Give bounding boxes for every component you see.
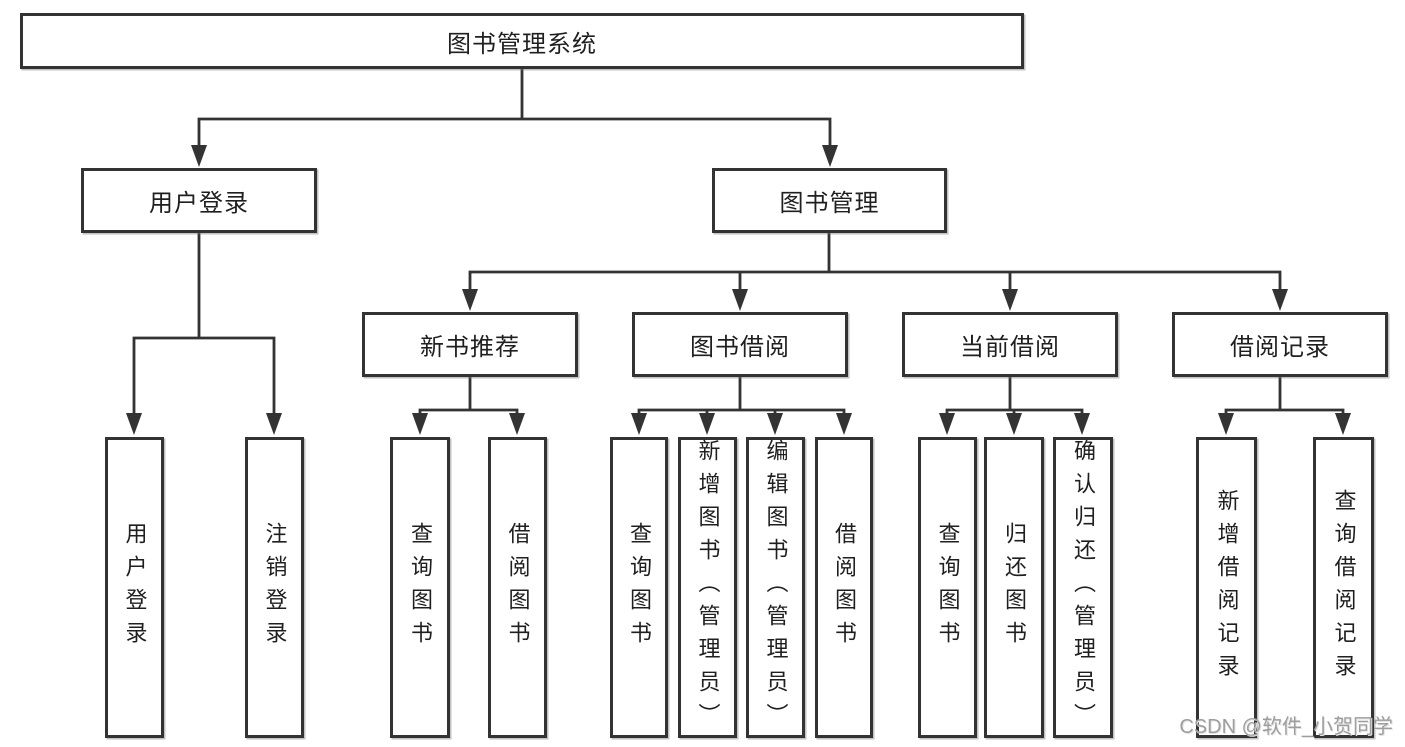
connector-borrow-records-children bbox=[1218, 375, 1351, 435]
leaf-label: 借阅图书 bbox=[832, 521, 857, 654]
connector-book-borrow-children bbox=[631, 375, 852, 435]
leaf-label: 新增借阅记录 bbox=[1214, 488, 1240, 687]
leaf-label: 查询图书 bbox=[627, 521, 652, 654]
leaf-user-login: 用户登录 bbox=[105, 437, 164, 738]
arrow-down-icon bbox=[822, 145, 838, 167]
leaf-label: 新增图书（管理员） bbox=[695, 439, 721, 736]
leaf-label: 借阅图书 bbox=[505, 521, 531, 654]
leaf-edit-books-admin: 编辑图书（管理员） bbox=[746, 437, 805, 738]
leaf-borrow-books: 借阅图书 bbox=[815, 437, 873, 738]
arrow-down-icon bbox=[836, 413, 852, 435]
connector-user-login-children bbox=[126, 231, 282, 435]
arrow-down-icon bbox=[412, 413, 428, 435]
arrow-down-icon bbox=[699, 413, 715, 435]
connector-new-book-children bbox=[412, 375, 525, 435]
leaf-return-books: 归还图书 bbox=[984, 437, 1044, 738]
arrow-down-icon bbox=[191, 145, 207, 167]
csdn-watermark: CSDN @软件_小贺同学 bbox=[1179, 716, 1393, 738]
node-root: 图书管理系统 bbox=[20, 13, 1024, 69]
arrow-down-icon bbox=[462, 289, 478, 311]
node-current-borrow: 当前借阅 bbox=[902, 312, 1118, 377]
node-new-book-recommend: 新书推荐 bbox=[362, 312, 578, 377]
leaf-label: 确认归还（管理员） bbox=[1071, 439, 1096, 736]
node-user-login: 用户登录 bbox=[81, 168, 317, 233]
connector-root-to-level1 bbox=[191, 67, 838, 167]
leaf-label: 查询图书 bbox=[935, 521, 961, 654]
leaf-label: 查询借阅记录 bbox=[1331, 488, 1357, 687]
leaf-label: 编辑图书（管理员） bbox=[763, 439, 789, 736]
arrow-down-icon bbox=[732, 289, 748, 311]
leaf-label: 查询图书 bbox=[408, 521, 433, 654]
arrow-down-icon bbox=[126, 413, 142, 435]
leaf-label: 归还图书 bbox=[1002, 521, 1027, 654]
arrow-down-icon bbox=[1335, 413, 1351, 435]
node-book-management: 图书管理 bbox=[712, 168, 947, 233]
connector-book-management-children bbox=[462, 231, 1288, 311]
leaf-borrow-books-recommend: 借阅图书 bbox=[488, 437, 547, 738]
leaf-add-borrow-record: 新增借阅记录 bbox=[1196, 437, 1257, 738]
leaf-confirm-return-admin: 确认归还（管理员） bbox=[1053, 437, 1113, 738]
leaf-query-books-borrow: 查询图书 bbox=[610, 437, 668, 738]
arrow-down-icon bbox=[1074, 413, 1090, 435]
node-borrow-records: 借阅记录 bbox=[1172, 312, 1388, 377]
arrow-down-icon bbox=[1272, 289, 1288, 311]
leaf-query-books-current: 查询图书 bbox=[918, 437, 977, 738]
arrow-down-icon bbox=[1218, 413, 1234, 435]
arrow-down-icon bbox=[939, 413, 955, 435]
leaf-query-borrow-record: 查询借阅记录 bbox=[1313, 437, 1374, 738]
leaf-label: 用户登录 bbox=[122, 521, 148, 654]
arrow-down-icon bbox=[631, 413, 647, 435]
arrow-down-icon bbox=[1006, 413, 1022, 435]
leaf-query-books-recommend: 查询图书 bbox=[390, 437, 450, 738]
arrow-down-icon bbox=[767, 413, 783, 435]
arrow-down-icon bbox=[509, 413, 525, 435]
arrow-down-icon bbox=[266, 413, 282, 435]
leaf-add-books-admin: 新增图书（管理员） bbox=[678, 437, 737, 738]
connector-current-borrow-children bbox=[939, 375, 1090, 435]
arrow-down-icon bbox=[1002, 289, 1018, 311]
node-book-borrow: 图书借阅 bbox=[632, 312, 848, 377]
leaf-logout: 注销登录 bbox=[245, 437, 304, 738]
leaf-label: 注销登录 bbox=[262, 521, 288, 654]
